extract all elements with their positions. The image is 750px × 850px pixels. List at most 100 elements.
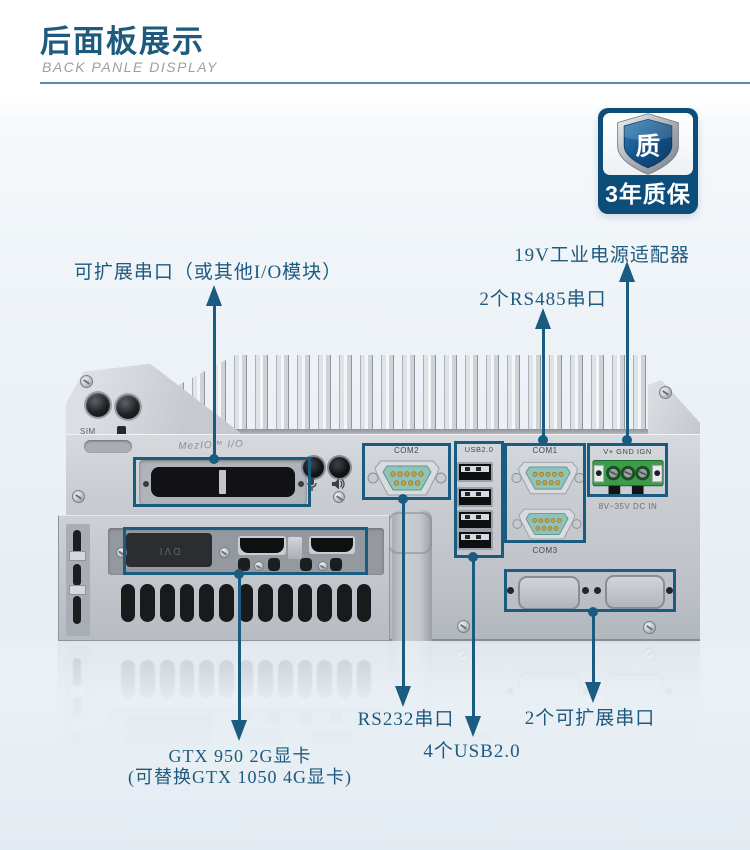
usb-port-1	[457, 462, 493, 482]
com2-label: COM2	[393, 446, 420, 455]
reflection-fade	[0, 641, 750, 850]
screw	[659, 386, 672, 399]
speaker-jack	[329, 457, 350, 478]
com2-port	[367, 460, 447, 496]
com1-label: COM1	[532, 446, 558, 455]
com1-port	[511, 461, 585, 495]
warranty-badge: 质 3年质保	[598, 108, 698, 214]
screw-hole	[298, 481, 304, 487]
highlight-box-usb	[454, 441, 504, 558]
expansion-port-cutout-1	[518, 576, 580, 610]
screw	[643, 621, 656, 634]
highlight-box-expansion	[504, 569, 676, 612]
bracket-clip	[69, 585, 86, 595]
callout-rs232-line	[401, 500, 405, 690]
highlight-box-mezio	[133, 457, 311, 507]
header-divider	[40, 82, 750, 84]
bracket-slot	[73, 564, 81, 586]
gpu-vent-grille	[118, 584, 374, 622]
callout-mezio-label: 可扩展串口（或其他I/O模块）	[73, 262, 343, 283]
heatsink-fins	[150, 355, 652, 433]
expansion-port-cutout-2	[605, 575, 665, 609]
arrow-down-icon	[585, 682, 601, 703]
antenna-hole	[116, 395, 140, 419]
rivet	[666, 587, 673, 594]
dc-power-terminal	[592, 459, 664, 495]
highlight-box-com1-com3	[504, 443, 586, 543]
callout-expansion-line	[591, 613, 595, 684]
screw	[219, 547, 230, 558]
callout-gpu-line	[237, 575, 241, 722]
arrow-up-icon	[535, 308, 551, 329]
dc-input-range-label: 8V~35V DC IN	[598, 502, 658, 511]
bracket-slot	[73, 530, 81, 554]
usb-port-2	[457, 487, 493, 507]
screw	[116, 547, 127, 558]
line-dot	[588, 607, 598, 617]
page-title: 后面板展示	[40, 24, 205, 59]
vent-hole	[300, 558, 312, 571]
warranty-label: 3年质保	[605, 181, 691, 207]
highlight-box-com2	[362, 443, 451, 500]
screw	[318, 561, 328, 571]
bracket-slot	[73, 596, 81, 624]
line-dot	[398, 494, 408, 504]
callout-usb-label: 4个USB2.0	[423, 741, 521, 762]
highlight-box-gpu	[123, 527, 368, 575]
arrow-down-icon	[465, 716, 481, 737]
rivet	[507, 587, 514, 594]
screw	[80, 375, 93, 388]
screw-hole	[143, 481, 149, 487]
callout-power-label: 19V工业电源适配器	[514, 245, 690, 266]
com3-port	[512, 508, 582, 540]
arrow-up-icon	[619, 261, 635, 282]
callout-usb-line	[471, 558, 475, 718]
line-dot	[538, 435, 548, 445]
line-dot	[622, 435, 632, 445]
arrow-down-icon	[231, 720, 247, 741]
arrow-down-icon	[395, 686, 411, 707]
callout-gpu-label-line1: GTX 950 2G显卡	[168, 746, 312, 766]
arrow-up-icon	[206, 285, 222, 306]
rivet	[594, 587, 601, 594]
rivet	[582, 587, 589, 594]
vent-hole	[238, 558, 250, 571]
bracket-tab	[288, 537, 302, 559]
panel-seam	[392, 510, 432, 641]
displayport-port	[309, 536, 355, 554]
line-dot	[209, 454, 219, 464]
callout-mezio-line	[212, 303, 216, 460]
callout-rs485-label: 2个RS485串口	[479, 289, 607, 310]
speaker-icon	[332, 478, 345, 490]
sim-icon	[117, 426, 126, 437]
callout-expansion-label: 2个可扩展串口	[524, 708, 656, 729]
vent-hole	[268, 558, 280, 571]
screw	[333, 491, 345, 503]
highlight-box-power	[587, 443, 668, 497]
sim-card-slot	[84, 440, 132, 453]
callout-rs485-line	[541, 326, 545, 441]
usb-port-3	[457, 510, 493, 530]
shield-icon: 质	[617, 113, 679, 175]
sim-label: SIM	[80, 427, 96, 436]
screw	[457, 620, 470, 633]
com3-label: COM3	[532, 546, 558, 555]
usb-port-4	[457, 530, 493, 550]
shield-character: 质	[636, 133, 661, 161]
antenna-hole	[86, 393, 110, 417]
heatsink-base	[150, 429, 652, 437]
page-subtitle: BACK PANLE DISPLAY	[42, 59, 218, 75]
mezio-port-divider	[219, 470, 226, 494]
screw	[72, 490, 85, 503]
vent-hole	[330, 558, 342, 571]
line-dot	[234, 569, 244, 579]
line-dot	[468, 552, 478, 562]
screw	[254, 561, 264, 571]
hdmi-port	[238, 536, 286, 555]
bracket-clip	[69, 551, 86, 561]
callout-rs232-label: RS232串口	[357, 709, 455, 730]
